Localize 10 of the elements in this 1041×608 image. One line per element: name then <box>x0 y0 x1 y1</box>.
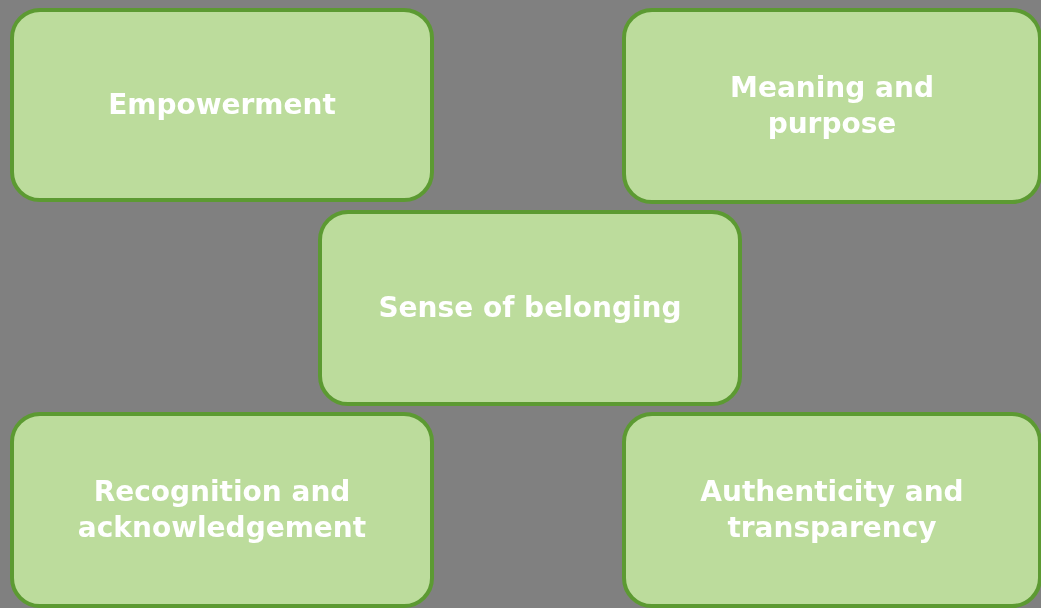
rounded-box <box>622 8 1041 204</box>
rounded-box <box>622 412 1041 608</box>
rounded-box <box>10 412 434 608</box>
rounded-box <box>10 8 434 202</box>
rounded-box <box>318 210 742 406</box>
box-label: Empowerment <box>108 86 336 123</box>
box-label: Sense of belonging <box>378 289 682 326</box>
box-label: Meaning and purpose <box>729 69 935 142</box>
box-label: Recognition and acknowledgement <box>76 473 368 546</box>
box-label: Authenticity and transparency <box>699 473 965 546</box>
